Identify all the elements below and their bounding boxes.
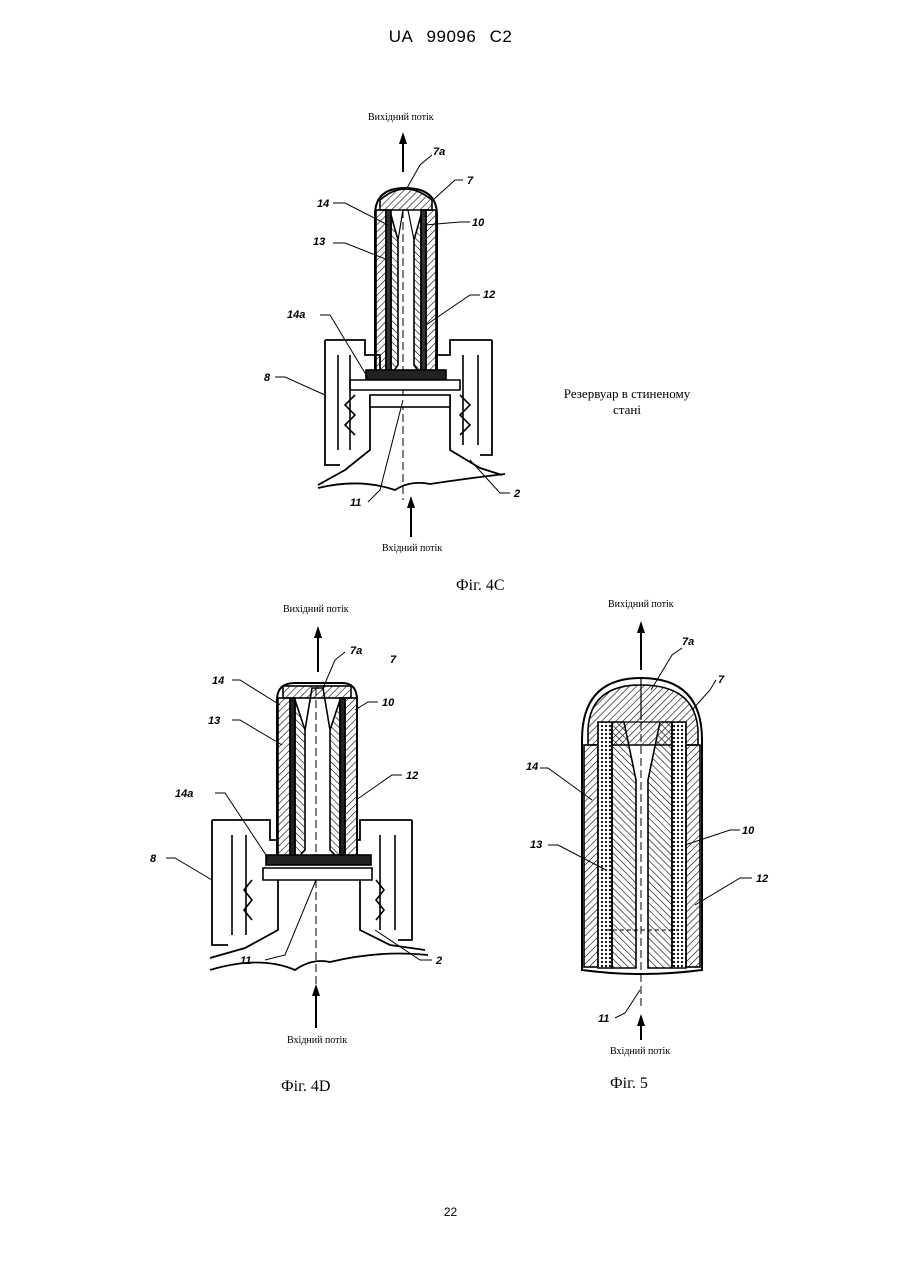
fig5-ref-7a: 7a — [682, 636, 694, 648]
fig4d-ref-13: 13 — [208, 715, 220, 727]
fig4d-ref-10: 10 — [382, 697, 395, 709]
fig5-ref-10: 10 — [742, 825, 755, 837]
fig4c-ref-10: 10 — [472, 217, 485, 229]
fig4c-ref-8: 8 — [264, 372, 271, 384]
fig4d-ref-2: 2 — [435, 955, 442, 967]
fig5-ref-14: 14 — [526, 761, 538, 773]
fig5-ref-7: 7 — [718, 674, 725, 686]
fig4c-ref-7a: 7a — [433, 146, 445, 158]
fig4d-ref-11: 11 — [240, 955, 251, 967]
fig4c-ref-7: 7 — [467, 175, 474, 187]
fig4c-ref-14: 14 — [317, 198, 329, 210]
fig4c-ref-11: 11 — [350, 497, 361, 509]
fig4d-ref-14: 14 — [212, 675, 224, 687]
fig5-ref-11: 11 — [598, 1013, 609, 1025]
fig4c-ref-12: 12 — [483, 289, 495, 301]
fig5-ref-12: 12 — [756, 873, 768, 885]
fig4c-drawing — [275, 132, 510, 537]
fig4d-ref-7: 7 — [390, 654, 397, 666]
fig4c-ref-13: 13 — [313, 236, 325, 248]
fig4c-ref-2: 2 — [513, 488, 520, 500]
fig4d-ref-7a: 7a — [350, 645, 362, 657]
fig4d-ref-14a: 14a — [175, 788, 193, 800]
fig5-ref-13: 13 — [530, 839, 542, 851]
fig4d-ref-8: 8 — [150, 853, 157, 865]
fig4d-drawing — [166, 626, 432, 1028]
fig4c-ref-14a: 14a — [287, 309, 305, 321]
fig4d-ref-12: 12 — [406, 770, 418, 782]
